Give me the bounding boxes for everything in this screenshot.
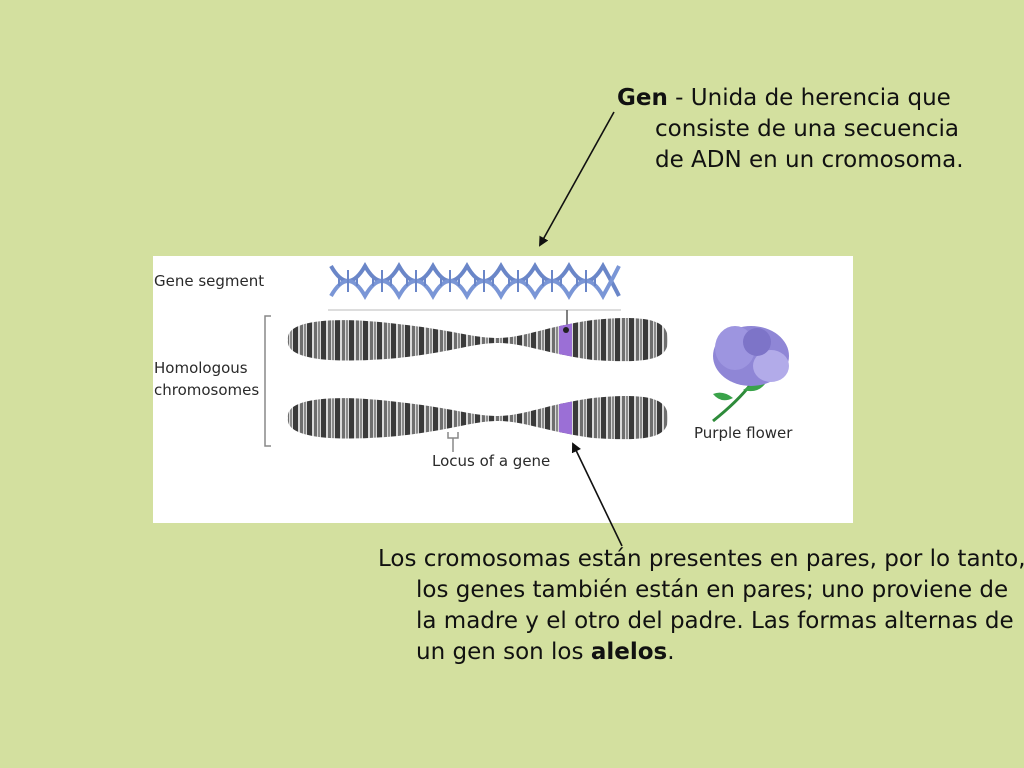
gene-segment-label: Gene segment — [154, 272, 265, 290]
locus-label: Locus of a gene — [432, 452, 551, 470]
alleles-term: alelos — [590, 639, 668, 665]
purple-flower-label: Purple flower — [694, 424, 793, 442]
homologous-chromosomes-label: Homologous chromosomes — [154, 359, 260, 399]
chromosome-pairs-explanation: Los cromosomas están presentes en pares,… — [378, 544, 1024, 668]
dna-helix — [329, 261, 621, 301]
explanation-end: . — [667, 639, 675, 665]
gene-band-bottom — [559, 396, 572, 440]
purple-flower-icon — [712, 326, 789, 423]
explanation-text: Los cromosomas están presentes en pares,… — [378, 546, 1024, 665]
gene-definition: Gen - Unida de herencia que consiste de … — [617, 83, 995, 176]
homologous-bracket — [264, 315, 271, 447]
gene-definition-text: - Unida de herencia que consiste de una … — [655, 85, 964, 173]
gene-marker-dot — [563, 327, 569, 333]
gene-term: Gen — [617, 85, 668, 111]
allele-arrow — [571, 442, 623, 547]
chromosome-illustration — [264, 261, 789, 452]
chromosome-figure: Gene segment Homologous chromosomes Locu… — [153, 256, 853, 523]
gene-definition-arrow — [539, 111, 615, 247]
